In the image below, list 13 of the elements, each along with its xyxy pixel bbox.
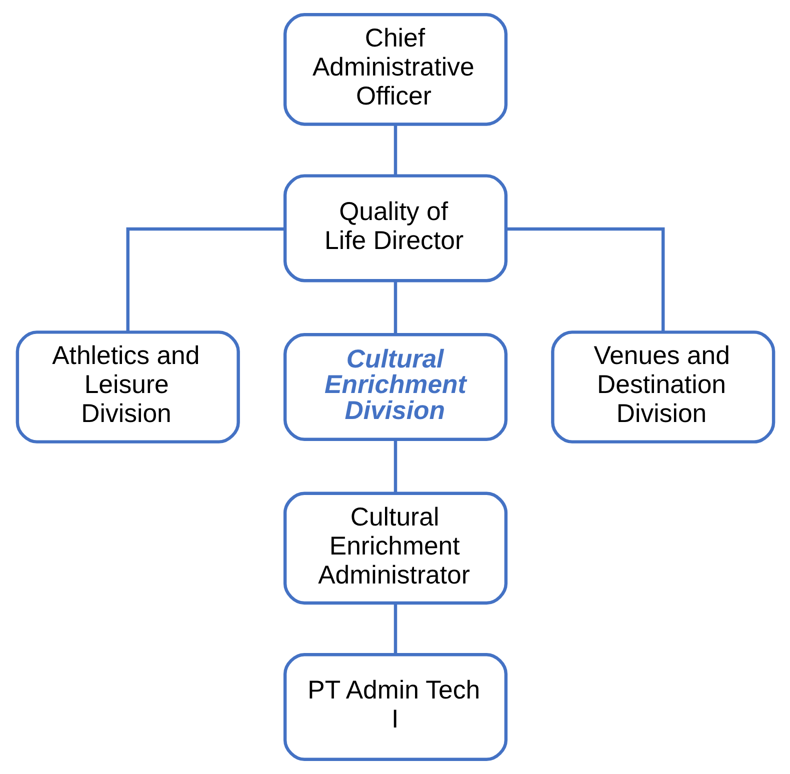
connector (393, 280, 397, 334)
node-box: Cultural Enrichment Division (282, 333, 508, 441)
node-box: Cultural Enrichment Administrator (282, 492, 508, 605)
node-box: Venues and Destination Division (550, 330, 775, 444)
connector (506, 227, 664, 332)
connector (126, 227, 284, 332)
node-box: Chief Administrative Officer (282, 12, 508, 126)
connector (393, 603, 397, 654)
node-box: Quality of Life Director (282, 174, 508, 282)
node-box: Athletics and Leisure Division (15, 330, 240, 444)
connector (393, 440, 397, 494)
connector (393, 124, 397, 176)
node-box: PT Admin Tech I (282, 653, 508, 762)
